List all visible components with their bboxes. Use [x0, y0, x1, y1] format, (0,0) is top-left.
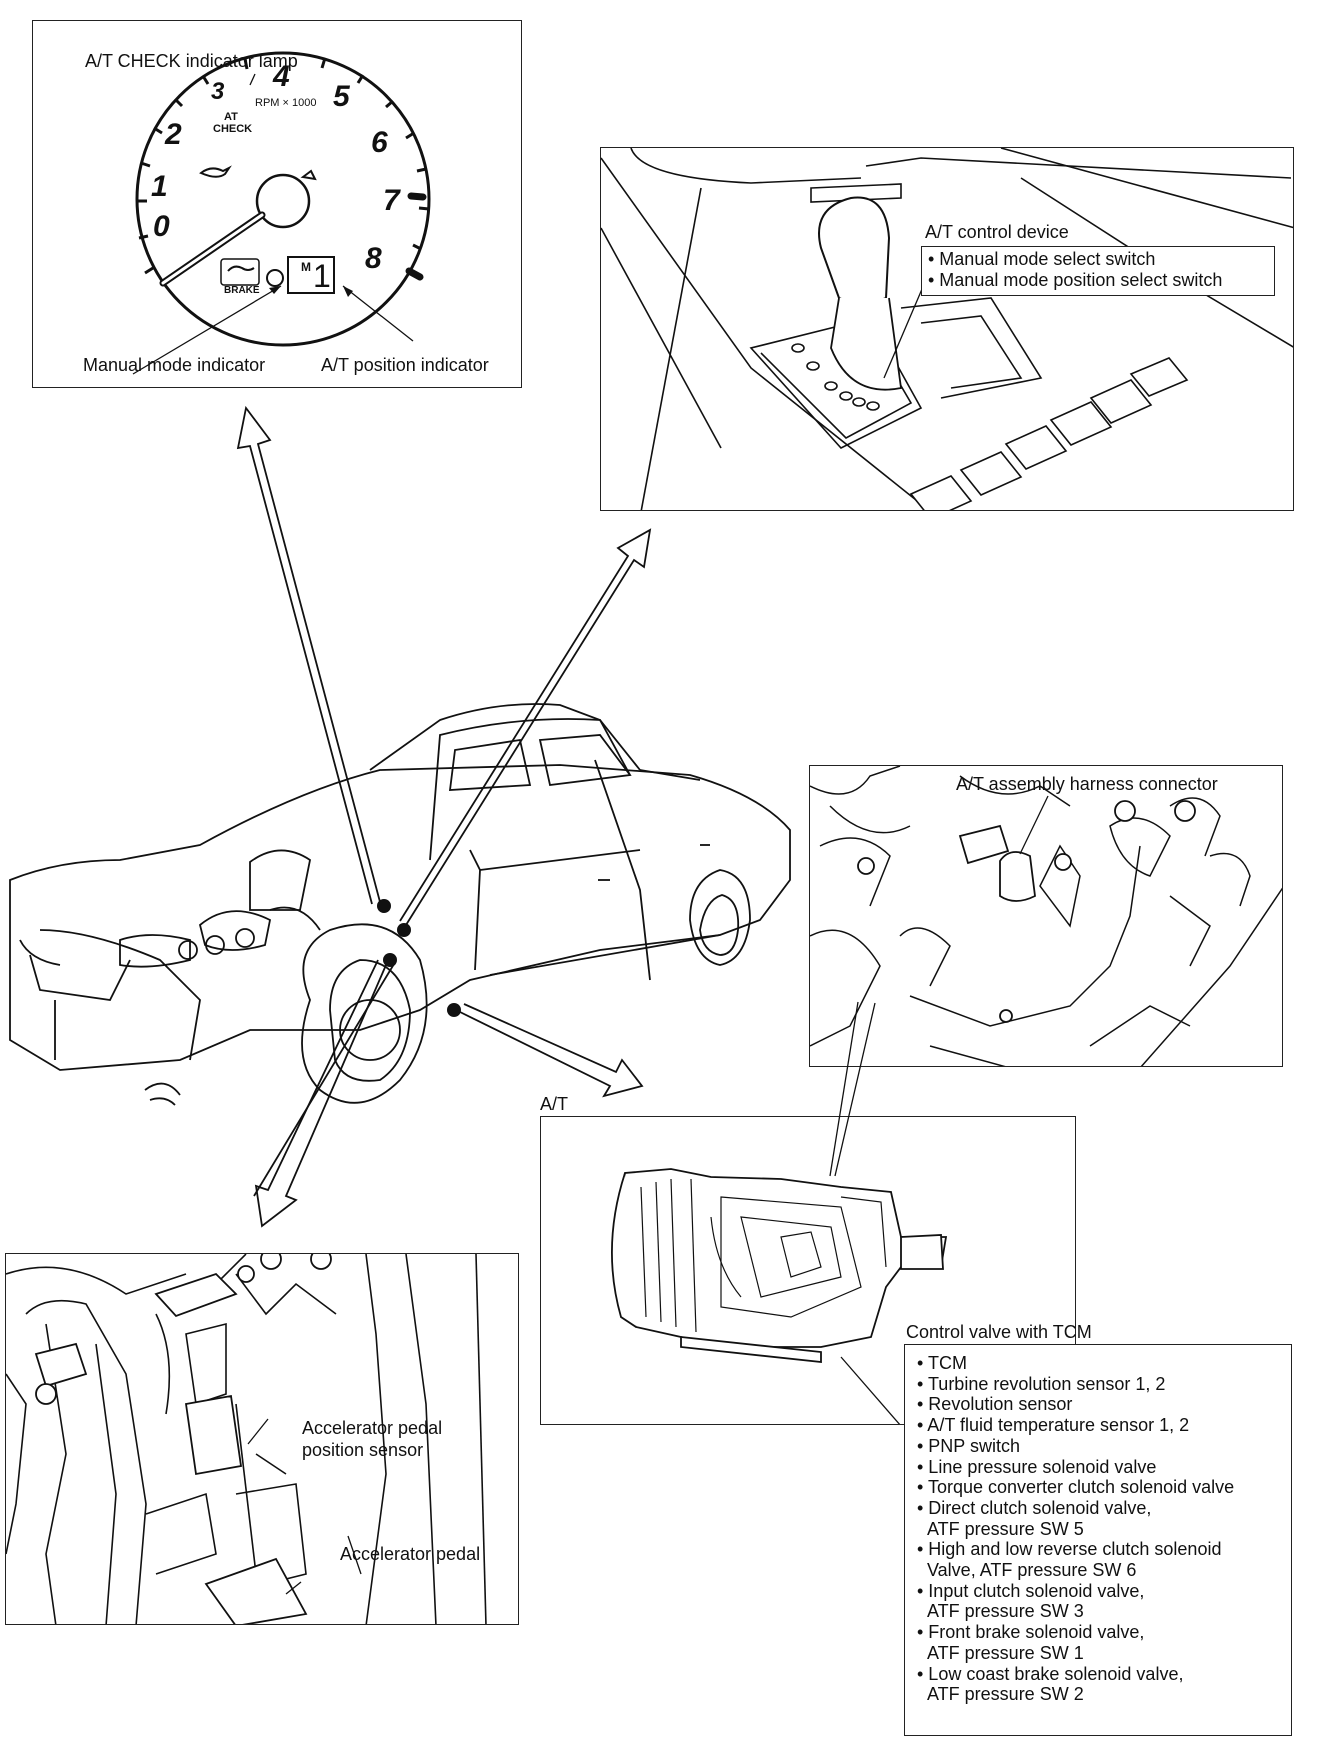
harness-title: A/T assembly harness connector [956, 774, 1218, 794]
harness-drawing [810, 766, 1282, 1066]
callout-dot-at [447, 1003, 461, 1017]
tcm-item: • Low coast brake solenoid valve, [917, 1663, 1184, 1684]
tcm-item: ATF pressure SW 2 [927, 1684, 1084, 1705]
tcm-item: • Direct clutch solenoid valve, [917, 1497, 1152, 1518]
manual-m-text: M [301, 260, 311, 274]
tcm-title: Control valve with TCM [906, 1322, 1092, 1342]
arrow-to-tach [236, 405, 381, 905]
tcm-item: • Torque converter clutch solenoid valve [917, 1477, 1235, 1498]
accelerator-pedal-label: Accelerator pedal [340, 1544, 481, 1564]
slip-lamp-icon [227, 265, 255, 272]
pedal-position-sensor-icon [184, 1394, 243, 1476]
dial-number-4: 4 [273, 60, 290, 93]
harness-leader-line [829, 1001, 859, 1177]
harness-connector-icon [999, 851, 1036, 902]
tcm-item: • TCM [917, 1353, 967, 1373]
callout-dot-tach [377, 899, 391, 913]
output-shaft [900, 1234, 944, 1270]
accelerator-pedal-icon [204, 1557, 308, 1624]
shifter-item-2: • Manual mode position select switch [928, 269, 1223, 290]
pedal-panel: Accelerator pedal position sensor Accele… [5, 1253, 519, 1625]
tcm-item: • Input clutch solenoid valve, [917, 1580, 1145, 1601]
pedal-sensor-label-line-1: Accelerator pedal [302, 1418, 443, 1438]
at-title: A/T [540, 1094, 569, 1114]
callout-dot-pedal [383, 953, 397, 967]
harness-connector-panel: A/T assembly harness connector [809, 765, 1283, 1067]
arrow-to-at [459, 1003, 644, 1098]
arrow-to-shifter [399, 528, 652, 926]
tcm-item: Valve, ATF pressure SW 6 [927, 1560, 1137, 1581]
at-check-line-1: AT [224, 111, 238, 123]
pedal-sensor-label-line-2: position sensor [302, 1440, 424, 1460]
arrow-to-pedal [254, 959, 387, 1228]
tcm-item: ATF pressure SW 3 [927, 1601, 1084, 1622]
tcm-item: ATF pressure SW 5 [927, 1518, 1084, 1539]
shifter-list-box: • Manual mode select switch • Manual mod… [921, 246, 1275, 296]
harness-plug-icon [34, 1342, 88, 1388]
tcm-item: • Turbine revolution sensor 1, 2 [917, 1373, 1166, 1394]
tcm-item: ATF pressure SW 1 [927, 1642, 1084, 1663]
tcm-item: • Line pressure solenoid valve [917, 1456, 1157, 1477]
dial-number-7: 7 [383, 184, 400, 217]
at-check-line-2: CHECK [213, 123, 253, 135]
dial-number-5: 5 [333, 80, 350, 113]
tachometer-panel: 0 1 2 3 4 5 6 7 8 RPM × 1000 AT CHECK BR… [32, 20, 522, 388]
oil-lamp-icon [199, 165, 232, 178]
dial-number-1: 1 [151, 170, 168, 203]
bracket-shape [958, 824, 1010, 865]
tcm-item: • A/T fluid temperature sensor 1, 2 [917, 1415, 1190, 1436]
tachometer-drawing [132, 51, 431, 375]
shifter-item-1: • Manual mode select switch [928, 249, 1156, 269]
tcm-list-box: • TCM • Turbine revolution sensor 1, 2 •… [904, 1344, 1292, 1736]
manual-mode-indicator-label: Manual mode indicator [83, 355, 266, 375]
callout-dot-shifter [397, 923, 411, 937]
dial-number-2: 2 [165, 118, 182, 151]
tcm-item: • High and low reverse clutch solenoid [917, 1539, 1222, 1560]
shifter-drawing [601, 148, 1293, 510]
tcm-item: • PNP switch [917, 1435, 1020, 1456]
at-check-lamp-label: A/T CHECK indicator lamp [85, 51, 298, 71]
pedal-drawing [6, 1254, 487, 1624]
dial-number-6: 6 [371, 126, 388, 159]
tcm-item: • Revolution sensor [917, 1394, 1073, 1415]
dial-number-8: 8 [365, 242, 382, 275]
transmission-drawing [611, 1168, 948, 1424]
dial-number-3: 3 [211, 78, 225, 105]
rpm-unit-label: RPM × 1000 [255, 97, 317, 109]
tcm-item: • Front brake solenoid valve, [917, 1622, 1145, 1643]
gear-number: 1 [313, 258, 331, 294]
car-illustration [9, 703, 791, 1106]
brake-text: BRAKE [224, 285, 260, 296]
brake-lamp-icon [266, 269, 284, 287]
gear-display-box [287, 256, 335, 294]
dial-number-0: 0 [153, 210, 170, 243]
at-position-indicator-label: A/T position indicator [321, 355, 489, 375]
shifter-panel: A/T control device • Manual mode select … [600, 147, 1294, 511]
shifter-title: A/T control device [925, 222, 1069, 242]
